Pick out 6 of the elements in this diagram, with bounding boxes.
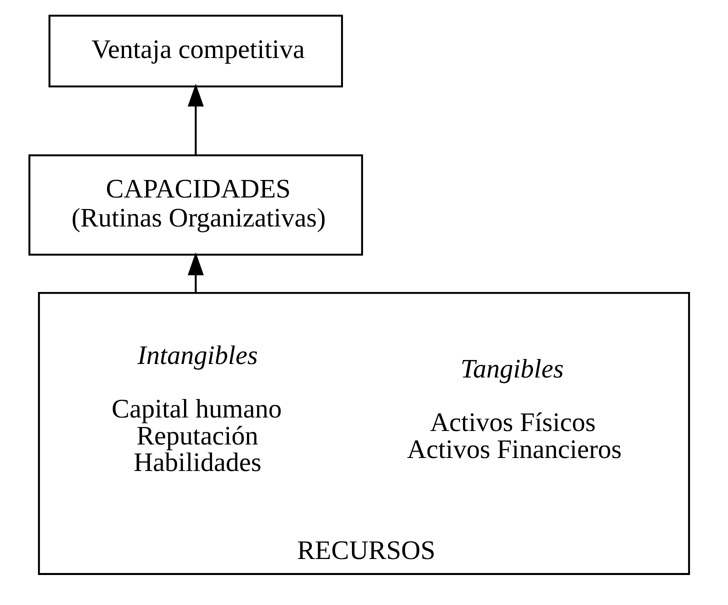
node-text: Intangibles Capital humano Reputación Habilidades — [112, 340, 282, 478]
node-box: CAPACIDADES (Rutinas Organizativas) — [28, 154, 364, 256]
node-text: Tangibles Activos Físicos Activos Financieros — [407, 353, 622, 464]
node-box: Ventaja competitiva — [48, 14, 343, 88]
arrow — [188, 84, 204, 155]
arrow — [188, 252, 204, 293]
